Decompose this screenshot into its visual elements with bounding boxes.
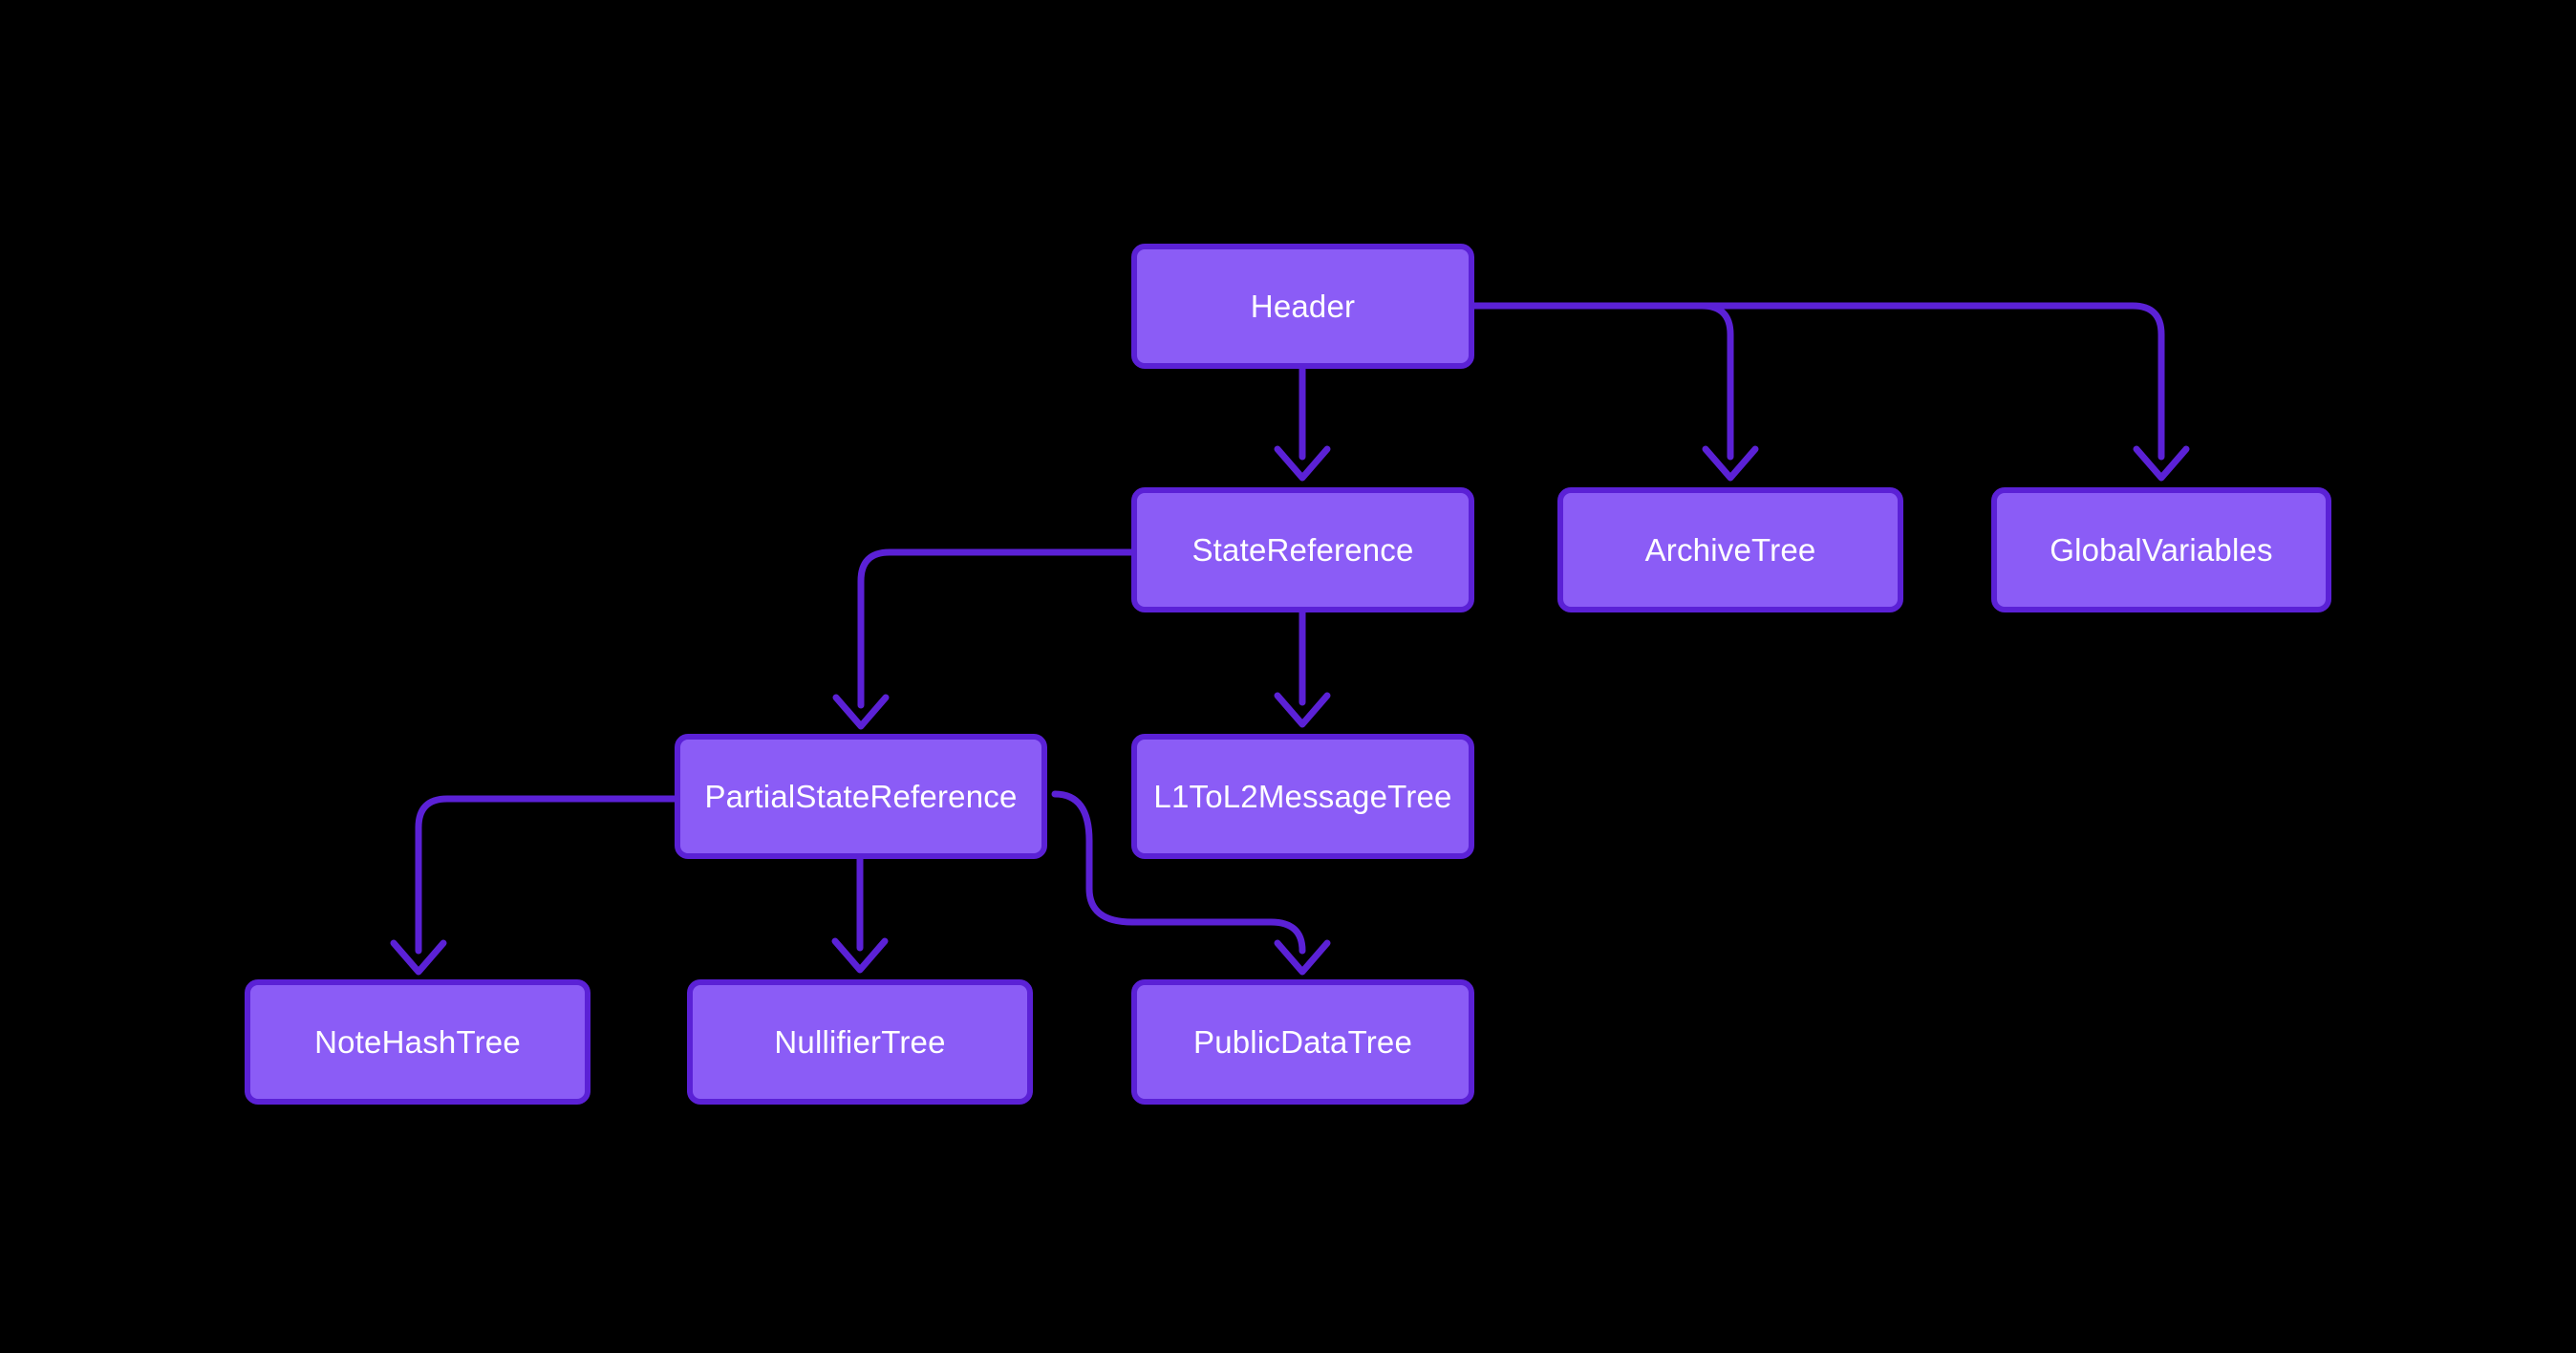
node-header-label: Header (1250, 289, 1356, 324)
node-public-data-tree-label: PublicDataTree (1192, 1024, 1412, 1060)
node-archive-tree-label: ArchiveTree (1644, 532, 1816, 568)
edge-header-to-global-variables (1470, 302, 2190, 482)
edge-state-reference-to-partial-state-reference (832, 548, 1135, 730)
edge-header-to-state-reference (1274, 365, 1331, 482)
node-state-reference[interactable]: StateReference (1131, 487, 1474, 612)
node-partial-state-reference-label: PartialStateReference (704, 779, 1018, 814)
node-note-hash-tree[interactable]: NoteHashTree (245, 979, 590, 1105)
node-global-variables[interactable]: GlobalVariables (1991, 487, 2331, 612)
node-archive-tree[interactable]: ArchiveTree (1557, 487, 1903, 612)
node-l1-to-l2-message-tree-label: L1ToL2MessageTree (1153, 779, 1452, 814)
node-public-data-tree[interactable]: PublicDataTree (1131, 979, 1474, 1105)
node-note-hash-tree-label: NoteHashTree (314, 1024, 521, 1060)
edge-header-to-archive-tree (1470, 302, 1759, 482)
edge-partial-state-reference-to-note-hash-tree (390, 795, 678, 976)
node-global-variables-label: GlobalVariables (2050, 532, 2273, 568)
node-nullifier-tree[interactable]: NullifierTree (687, 979, 1033, 1105)
node-state-reference-label: StateReference (1191, 532, 1414, 568)
node-partial-state-reference[interactable]: PartialStateReference (675, 734, 1047, 859)
edge-partial-state-reference-to-nullifier-tree (831, 855, 889, 974)
node-l1-to-l2-message-tree[interactable]: L1ToL2MessageTree (1131, 734, 1474, 859)
node-nullifier-tree-label: NullifierTree (774, 1024, 946, 1060)
node-header[interactable]: Header (1131, 244, 1474, 369)
edge-state-reference-to-l1-to-l2-message-tree (1274, 609, 1331, 728)
